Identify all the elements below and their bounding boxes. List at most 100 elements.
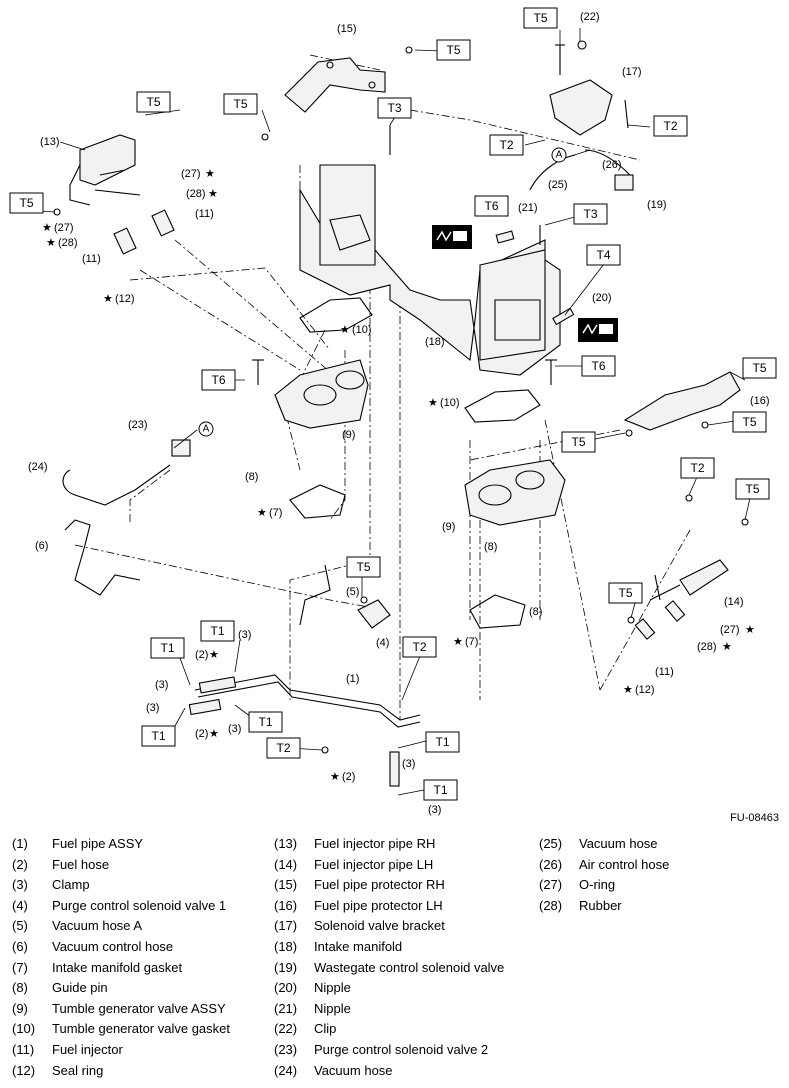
legend-item-name: Solenoid valve bracket (314, 918, 445, 934)
svg-text:(10): (10) (352, 324, 372, 336)
legend-item-number: (22) (274, 1021, 298, 1037)
torque-box: T6 (201, 369, 236, 391)
legend-item-name: Guide pin (52, 980, 108, 996)
legend-item-name: O-ring (579, 877, 616, 893)
callout-labels: (15) (22) (17) (13) (26) (27) ★ (25) (28… (28, 11, 770, 816)
svg-text:T1: T1 (210, 624, 224, 638)
legend-item-number: (6) (12, 938, 28, 954)
legend-item: (13)Fuel injector pipe RH (262, 834, 504, 855)
legend-item-number: (5) (12, 918, 28, 934)
torque-box: T5 (9, 192, 44, 214)
legend-item: (24)Vacuum hose (262, 1061, 504, 1082)
legend-column-1: (1)Fuel pipe ASSY(2)Fuel hose(3)Clamp(4)… (0, 834, 230, 1081)
svg-text:(3): (3) (228, 723, 241, 735)
fuel-injector-rh-pair (113, 209, 175, 255)
legend-item: (26)Air control hose (527, 855, 669, 876)
svg-text:(3): (3) (428, 804, 441, 816)
legend-item-name: Vacuum hose (314, 1062, 393, 1078)
legend-item-name: Clip (314, 1021, 337, 1037)
legend-item-name: Fuel pipe ASSY (52, 836, 144, 851)
legend-item: (23)Purge control solenoid valve 2 (262, 1040, 504, 1061)
torque-box: T5 (561, 431, 596, 453)
purge-control-solenoid-valve-1 (299, 564, 391, 629)
tumble-generator-valves (274, 359, 566, 526)
svg-text:★: ★ (208, 188, 218, 200)
legend-item: (10)Tumble generator valve gasket (0, 1019, 230, 1040)
svg-text:★: ★ (42, 222, 52, 234)
torque-spec-boxes: T5 T5 T5 T5 T3 T2 T2 T5 T6 T3 T4 T6 T6 T… (9, 7, 777, 801)
legend-item-name: Seal ring (52, 1062, 104, 1078)
svg-text:★: ★ (209, 649, 219, 661)
legend-item-number: (15) (274, 877, 298, 893)
svg-text:(2): (2) (195, 728, 208, 740)
legend-item: (27) O-ring (527, 875, 669, 896)
svg-text:(24): (24) (28, 461, 48, 473)
svg-text:T2: T2 (276, 741, 290, 755)
svg-text:T5: T5 (752, 361, 766, 375)
svg-text:(22): (22) (580, 11, 600, 23)
legend-item-number: (26) (539, 856, 563, 872)
legend-item: (6)Vacuum control hose (0, 937, 230, 958)
svg-text:★: ★ (722, 641, 732, 653)
legend-item-name: Vacuum hose (579, 836, 658, 851)
svg-text:(15): (15) (337, 23, 357, 35)
legend-column-2: (13)Fuel injector pipe RH(14)Fuel inject… (262, 834, 504, 1081)
svg-text:T2: T2 (663, 119, 677, 133)
fuel-injector-pipe-lh (634, 559, 729, 640)
legend-item-number: (10) (12, 1021, 36, 1037)
legend-item-name: Tumble generator valve ASSY (52, 1000, 226, 1016)
sealant-icons (432, 225, 618, 342)
legend-item: (21)Nipple (262, 999, 504, 1020)
legend-item-number: (2) (12, 856, 28, 872)
svg-text:(17): (17) (622, 66, 642, 78)
legend-item-number: (4) (12, 897, 28, 913)
torque-box: T2 (653, 115, 688, 137)
torque-box: T5 (523, 7, 558, 29)
svg-text:T5: T5 (19, 196, 33, 210)
legend-item: (16)Fuel pipe protector LH (262, 896, 504, 917)
torque-box: T5 (136, 91, 171, 113)
legend-item: (17) Solenoid valve bracket (262, 916, 504, 937)
legend-item-name: Nipple (314, 1000, 351, 1016)
legend-item: (22) Clip (262, 1019, 504, 1040)
legend-item: (3)Clamp (0, 875, 230, 896)
legend-item-name: Rubber (579, 897, 622, 913)
legend-item-number: (17) (274, 918, 298, 934)
legend-item-number: (12) (12, 1062, 36, 1078)
svg-text:(6): (6) (35, 540, 48, 552)
legend-item: (12) Seal ring (0, 1061, 230, 1082)
legend-item-name: Purge control solenoid valve 2 (314, 1041, 489, 1057)
legend-item: (5)Vacuum hose A (0, 916, 230, 937)
torque-box: T1 (248, 711, 283, 733)
connector-a-markers: A A (198, 147, 567, 437)
fuel-pipe-assy (188, 674, 421, 787)
legend-item: (2) Fuel hose (0, 855, 230, 876)
torque-box: T1 (423, 779, 458, 801)
svg-text:(2): (2) (342, 771, 355, 783)
svg-text:★: ★ (103, 293, 113, 305)
legend-item: (9) Tumble generator valve ASSY (0, 999, 230, 1020)
legend-item-number: (9) (12, 1000, 28, 1016)
leader-lines (37, 28, 751, 796)
svg-text:(9): (9) (442, 521, 455, 533)
svg-text:T5: T5 (571, 435, 585, 449)
svg-text:★: ★ (623, 684, 633, 696)
svg-text:(28): (28) (186, 188, 206, 200)
svg-text:★: ★ (46, 237, 56, 249)
svg-text:T5: T5 (745, 482, 759, 496)
svg-text:T1: T1 (160, 641, 174, 655)
svg-text:(11): (11) (195, 208, 214, 220)
svg-text:(19): (19) (647, 199, 667, 211)
tgv-gaskets (299, 297, 541, 423)
svg-text:T2: T2 (690, 461, 704, 475)
svg-text:(8): (8) (245, 471, 258, 483)
exploded-parts-diagram: A A T5 T5 T5 T5 T3 T2 T2 T5 T6 T3 T4 T6 … (9, 7, 777, 816)
nipples (495, 230, 575, 326)
fuel-pipe-protector-lh (623, 371, 741, 431)
legend-item-number: (16) (274, 897, 298, 913)
legend-item-name: Fuel hose (52, 856, 110, 872)
svg-text:(16): (16) (750, 395, 770, 407)
svg-text:(11): (11) (82, 253, 101, 265)
svg-text:(7): (7) (465, 636, 478, 648)
legend-item-number: (27) (539, 877, 563, 893)
